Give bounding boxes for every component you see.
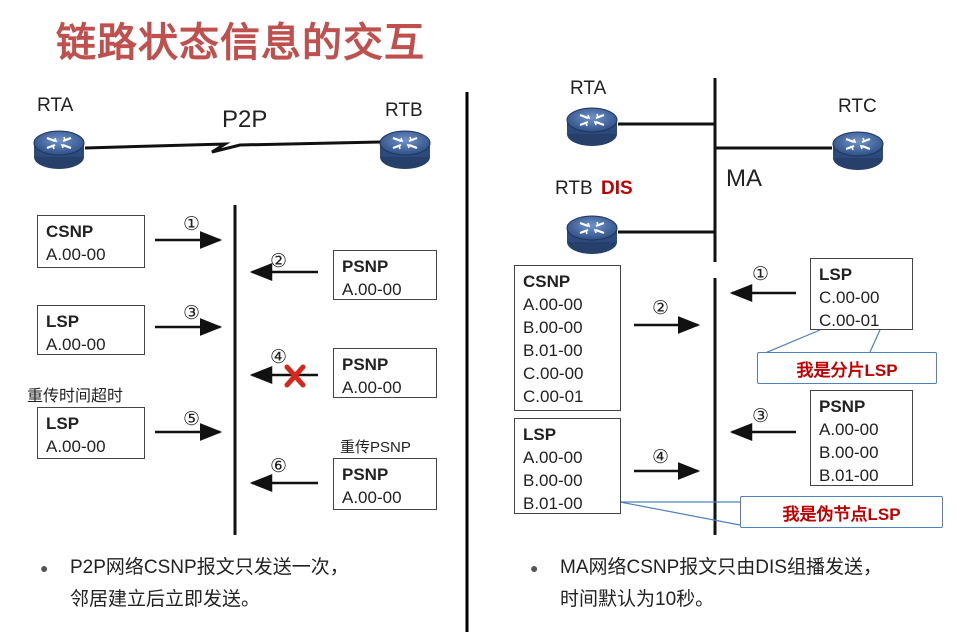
box-line: A.00-00 bbox=[523, 295, 583, 314]
box-lsp-left-1: LSP A.00-00 bbox=[37, 305, 145, 355]
r-step-1-label: ① bbox=[752, 264, 770, 285]
p2p-label: P2P bbox=[222, 106, 268, 133]
box-lsp-right-top: LSP C.00-00 C.00-01 bbox=[810, 258, 913, 330]
box-header: LSP bbox=[523, 425, 557, 444]
box-line: C.00-01 bbox=[523, 387, 584, 406]
box-line: A.00-00 bbox=[46, 245, 106, 264]
box-line: A.00-00 bbox=[46, 335, 106, 354]
box-line: C.00-00 bbox=[523, 364, 584, 383]
step-1-label: ① bbox=[183, 214, 201, 235]
bullet-dot-icon: ● bbox=[530, 560, 539, 576]
step-4-label: ④ bbox=[270, 347, 288, 368]
box-psnp-right: PSNP A.00-00 B.00-00 B.01-00 bbox=[810, 390, 913, 486]
box-csnp-left: CSNP A.00-00 bbox=[37, 215, 145, 268]
rtb-right-label: RTB bbox=[555, 178, 593, 199]
ma-label: MA bbox=[726, 165, 762, 192]
callout-pseudonode-lsp: 我是伪节点LSP bbox=[740, 496, 943, 528]
box-header: PSNP bbox=[342, 355, 389, 374]
bullet-left: ● P2P网络CSNP报文只发送一次， 邻居建立后立即发送。 bbox=[40, 552, 349, 616]
box-csnp-right: CSNP A.00-00 B.00-00 B.01-00 C.00-00 C.0… bbox=[514, 265, 621, 411]
box-line: B.00-00 bbox=[819, 443, 879, 462]
router-rtb-dis-icon bbox=[565, 214, 619, 256]
box-line: A.00-00 bbox=[342, 280, 402, 299]
box-header: CSNP bbox=[46, 222, 94, 241]
step-5-label: ⑤ bbox=[183, 409, 201, 430]
callout-pointer-pseudonode-2 bbox=[619, 501, 741, 526]
box-psnp-left-1: PSNP A.00-00 bbox=[333, 250, 437, 300]
box-header: LSP bbox=[46, 414, 80, 433]
r-step-2-label: ② bbox=[652, 298, 670, 319]
box-header: PSNP bbox=[342, 257, 389, 276]
box-line: A.00-00 bbox=[342, 488, 402, 507]
resend-note: 重传PSNP bbox=[340, 439, 411, 456]
timeout-note: 重传时间超时 bbox=[27, 388, 124, 405]
callout-pointer-fragment-2 bbox=[869, 329, 881, 353]
rtc-label: RTC bbox=[838, 96, 877, 117]
box-lsp-left-2: LSP A.00-00 bbox=[37, 407, 145, 459]
bullet-dot-icon: ● bbox=[40, 560, 49, 576]
box-line: A.00-00 bbox=[819, 420, 879, 439]
dis-label: DIS bbox=[601, 178, 633, 199]
router-rtc-icon bbox=[831, 130, 885, 172]
router-rtb-left-icon bbox=[378, 129, 432, 171]
page-title: 链路状态信息的交互 bbox=[56, 20, 425, 66]
r-step-4-label: ④ bbox=[652, 447, 670, 468]
callout-fragment-lsp: 我是分片LSP bbox=[757, 352, 937, 384]
r-step-3-label: ③ bbox=[752, 406, 770, 427]
box-header: PSNP bbox=[342, 465, 389, 484]
rta-left-label: RTA bbox=[37, 95, 74, 116]
box-header: CSNP bbox=[523, 272, 571, 291]
box-header: LSP bbox=[819, 265, 853, 284]
router-rta-right-icon bbox=[565, 106, 619, 148]
rta-right-label: RTA bbox=[570, 78, 607, 99]
box-line: B.00-00 bbox=[523, 318, 583, 337]
step-6-label: ⑥ bbox=[270, 456, 288, 477]
bullet-line: 时间默认为10秒。 bbox=[560, 589, 715, 610]
step-2-label: ② bbox=[270, 251, 288, 272]
bullet-line: MA网络CSNP报文只由DIS组播发送， bbox=[560, 557, 882, 578]
router-rta-left-icon bbox=[32, 129, 86, 171]
p2p-link bbox=[84, 140, 381, 154]
callout-pointer-fragment bbox=[757, 329, 821, 357]
lost-packet-cross-icon bbox=[284, 364, 306, 388]
box-line: C.00-00 bbox=[819, 288, 880, 307]
bullet-line: 邻居建立后立即发送。 bbox=[70, 589, 261, 610]
box-line: B.01-00 bbox=[523, 341, 583, 360]
box-header: PSNP bbox=[819, 397, 866, 416]
bullet-right: ● MA网络CSNP报文只由DIS组播发送， 时间默认为10秒。 bbox=[530, 552, 882, 616]
box-line: B.00-00 bbox=[523, 471, 583, 490]
box-psnp-left-3: PSNP A.00-00 bbox=[333, 458, 437, 510]
box-header: LSP bbox=[46, 312, 80, 331]
box-line: B.01-00 bbox=[819, 466, 879, 485]
box-lsp-right-bottom: LSP A.00-00 B.00-00 B.01-00 bbox=[514, 418, 621, 514]
step-3-label: ③ bbox=[183, 303, 201, 324]
box-line: A.00-00 bbox=[523, 448, 583, 467]
box-psnp-left-2: PSNP A.00-00 bbox=[333, 348, 437, 398]
box-line: C.00-01 bbox=[819, 311, 880, 330]
rtb-left-label: RTB bbox=[385, 100, 423, 121]
box-line: A.00-00 bbox=[46, 437, 106, 456]
box-line: B.01-00 bbox=[523, 494, 583, 513]
bullet-line: P2P网络CSNP报文只发送一次， bbox=[70, 557, 349, 578]
box-line: A.00-00 bbox=[342, 378, 402, 397]
